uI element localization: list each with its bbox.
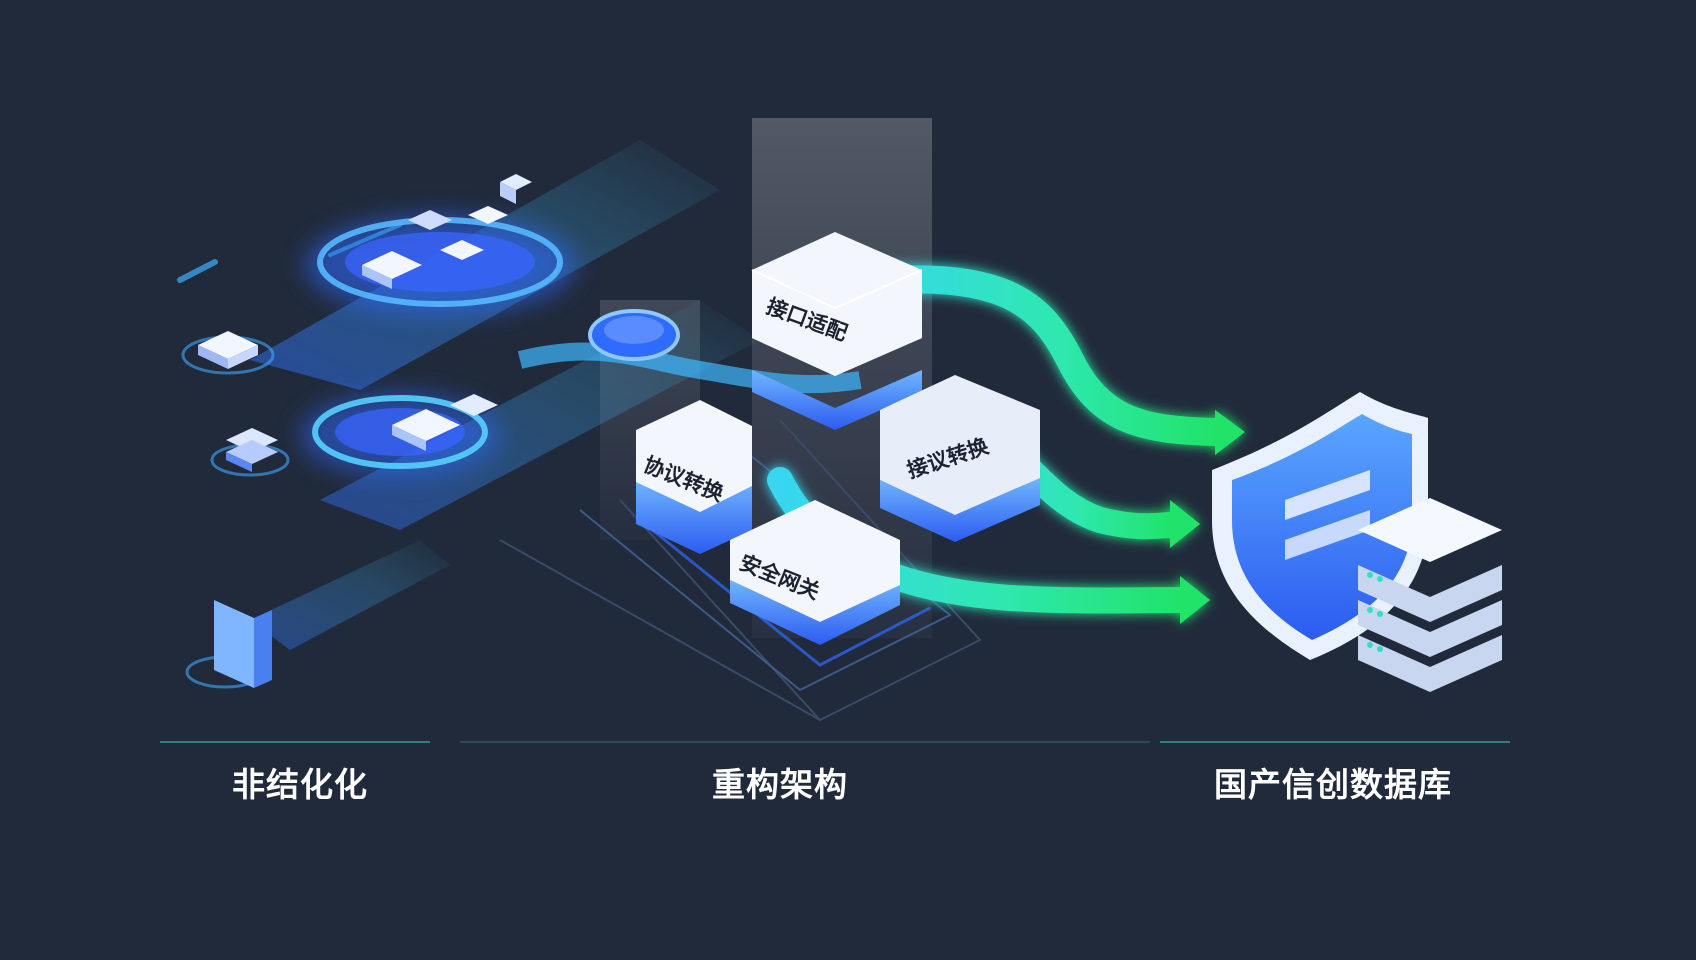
document-stack-icon: [210, 428, 290, 477]
section-label-database: 国产信创数据库: [1214, 765, 1452, 804]
file-stack-icon: [181, 331, 275, 375]
source-platform-middle: [300, 393, 500, 477]
module-protocol-converter-left: 协议转换: [636, 400, 752, 554]
section-label-unstructured: 非结化化: [232, 765, 368, 804]
phone-device-icon: [185, 600, 272, 689]
module-security-gateway: 安全网关: [730, 500, 900, 645]
pipeline-connector: [517, 309, 862, 394]
source-platform-top: [305, 174, 575, 315]
section-label-refactor: 重构架构: [712, 765, 848, 804]
module-interface-adapter: 接口适配: [751, 232, 923, 430]
module-protocol-converter-right: 接议转换: [880, 375, 1040, 542]
server-icon: [1358, 498, 1502, 692]
